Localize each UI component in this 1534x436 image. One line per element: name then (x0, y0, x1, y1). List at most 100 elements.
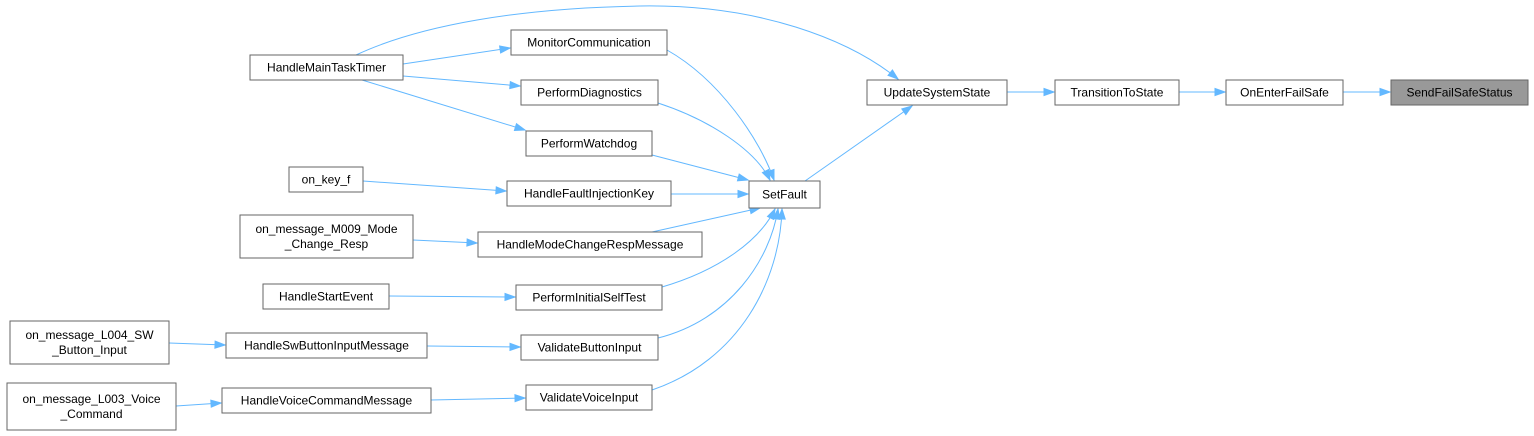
node-label: OnEnterFailSafe (1240, 86, 1329, 100)
arrowhead-icon (737, 189, 750, 199)
edge-perform-initial-self-test-to-set-fault (661, 207, 776, 288)
node-label: _Command (59, 407, 122, 421)
arrowhead-icon (498, 45, 512, 54)
node-send-fail-safe-status[interactable]: SendFailSafeStatus (1390, 79, 1529, 106)
node-box (510, 29, 668, 56)
node-label: PerformDiagnostics (537, 86, 642, 100)
node-box (1225, 79, 1344, 106)
arrowhead-icon (509, 80, 522, 90)
node-handle-sw-button-input-message[interactable]: HandleSwButtonInputMessage (225, 332, 428, 359)
node-label: TransitionToState (1071, 86, 1164, 100)
edge-transition-to-state-to-on-enter-fail-safe (1179, 87, 1227, 97)
node-label: HandleModeChangeRespMessage (497, 238, 684, 252)
node-label: ValidateVoiceInput (540, 391, 639, 405)
node-handle-start-event[interactable]: HandleStartEvent (262, 283, 390, 310)
node-box (221, 387, 432, 414)
edge-handle-mode-change-resp-message-to-set-fault (651, 206, 762, 233)
node-validate-button-input[interactable]: ValidateButtonInput (520, 334, 659, 361)
arrowhead-icon (210, 399, 223, 408)
arrowhead-icon (495, 186, 508, 195)
arrowhead-icon (777, 207, 786, 220)
edge-handle-main-task-timer-to-update-system-state (355, 5, 900, 80)
edge-handle-fault-injection-key-to-set-fault (671, 189, 750, 199)
node-update-system-state[interactable]: UpdateSystemState (866, 79, 1008, 106)
node-box (520, 334, 659, 361)
node-perform-initial-self-test[interactable]: PerformInitialSelfTest (515, 284, 663, 311)
node-box (225, 332, 428, 359)
node-label: HandleMainTaskTimer (267, 61, 386, 75)
node-label: on_message_M009_Mode (255, 222, 397, 236)
node-monitor-communication[interactable]: MonitorCommunication (510, 29, 668, 56)
edge-handle-voice-command-message-to-validate-voice-input (430, 394, 527, 403)
node-box (1054, 79, 1180, 106)
node-label: PerformWatchdog (541, 137, 637, 151)
edge-on-enter-fail-safe-to-send-fail-safe-status (1343, 87, 1392, 97)
node-box (239, 214, 414, 259)
edge-monitor-communication-to-set-fault (666, 49, 775, 182)
node-box (506, 180, 672, 207)
node-label: UpdateSystemState (884, 86, 991, 100)
node-box (520, 79, 659, 106)
arrowhead-icon (772, 207, 781, 221)
node-label: on_message_L004_SW (25, 328, 154, 342)
node-transition-to-state[interactable]: TransitionToState (1054, 79, 1180, 106)
arrowhead-icon (761, 168, 771, 182)
node-box (525, 384, 653, 411)
node-handle-mode-change-resp-message[interactable]: HandleModeChangeRespMessage (477, 231, 703, 258)
arrowhead-icon (766, 207, 776, 221)
edge-handle-main-task-timer-to-perform-watchdog (361, 79, 527, 131)
arrowhead-icon (1214, 87, 1227, 97)
node-box (866, 79, 1008, 106)
node-label: HandleVoiceCommandMessage (241, 394, 413, 408)
edge-validate-voice-input-to-set-fault (651, 207, 786, 391)
node-on-message-m009[interactable]: on_message_M009_Mode_Change_Resp (239, 214, 414, 259)
arrowhead-icon (1379, 87, 1392, 97)
arrowhead-icon (466, 238, 479, 247)
arrowhead-icon (887, 69, 900, 80)
node-box (288, 166, 364, 193)
node-box (477, 231, 703, 258)
node-label: SetFault (762, 188, 807, 202)
node-box (1390, 79, 1529, 106)
arrowhead-icon (900, 105, 914, 116)
node-box (249, 54, 404, 81)
node-label: _Button_Input (51, 343, 127, 357)
edge-perform-watchdog-to-set-fault (651, 154, 750, 182)
node-label: MonitorCommunication (527, 36, 650, 50)
edge-on-message-l004-to-handle-sw-button-input-message (168, 340, 227, 349)
node-handle-main-task-timer[interactable]: HandleMainTaskTimer (249, 54, 404, 81)
node-box (515, 284, 663, 311)
edge-update-system-state-to-transition-to-state (1007, 87, 1056, 97)
arrowhead-icon (513, 122, 527, 131)
node-box (6, 382, 177, 431)
node-perform-watchdog[interactable]: PerformWatchdog (525, 130, 653, 157)
node-handle-fault-injection-key[interactable]: HandleFaultInjectionKey (506, 180, 672, 207)
node-on-enter-fail-safe[interactable]: OnEnterFailSafe (1225, 79, 1344, 106)
node-perform-diagnostics[interactable]: PerformDiagnostics (520, 79, 659, 106)
node-on-message-l004[interactable]: on_message_L004_SW_Button_Input (9, 320, 170, 365)
arrowhead-icon (736, 173, 750, 182)
edge-perform-diagnostics-to-set-fault (657, 102, 771, 182)
node-on-message-l003[interactable]: on_message_L003_Voice_Command (6, 382, 177, 431)
edge-on-key-f-to-handle-fault-injection-key (362, 180, 508, 195)
arrowhead-icon (504, 292, 517, 302)
node-set-fault[interactable]: SetFault (748, 180, 821, 209)
node-on-key-f[interactable]: on_key_f (288, 166, 364, 193)
node-label: PerformInitialSelfTest (532, 291, 646, 305)
node-label: _Change_Resp (284, 237, 369, 251)
edge-handle-start-event-to-perform-initial-self-test (388, 292, 517, 302)
nodes-layer: SendFailSafeStatus OnEnterFailSafe Transit… (6, 29, 1529, 431)
edge-handle-sw-button-input-message-to-validate-button-input (426, 342, 522, 352)
edge-on-message-m009-to-handle-mode-change-resp-message (412, 238, 479, 247)
node-label: HandleFaultInjectionKey (524, 187, 654, 201)
node-box (525, 130, 653, 157)
arrowhead-icon (514, 394, 527, 403)
edge-handle-main-task-timer-to-perform-diagnostics (402, 75, 522, 90)
edge-handle-main-task-timer-to-monitor-communication (402, 45, 512, 65)
node-label: SendFailSafeStatus (1406, 86, 1512, 100)
node-handle-voice-command-message[interactable]: HandleVoiceCommandMessage (221, 387, 432, 414)
node-box (9, 320, 170, 365)
arrowhead-icon (214, 340, 227, 349)
node-validate-voice-input[interactable]: ValidateVoiceInput (525, 384, 653, 411)
